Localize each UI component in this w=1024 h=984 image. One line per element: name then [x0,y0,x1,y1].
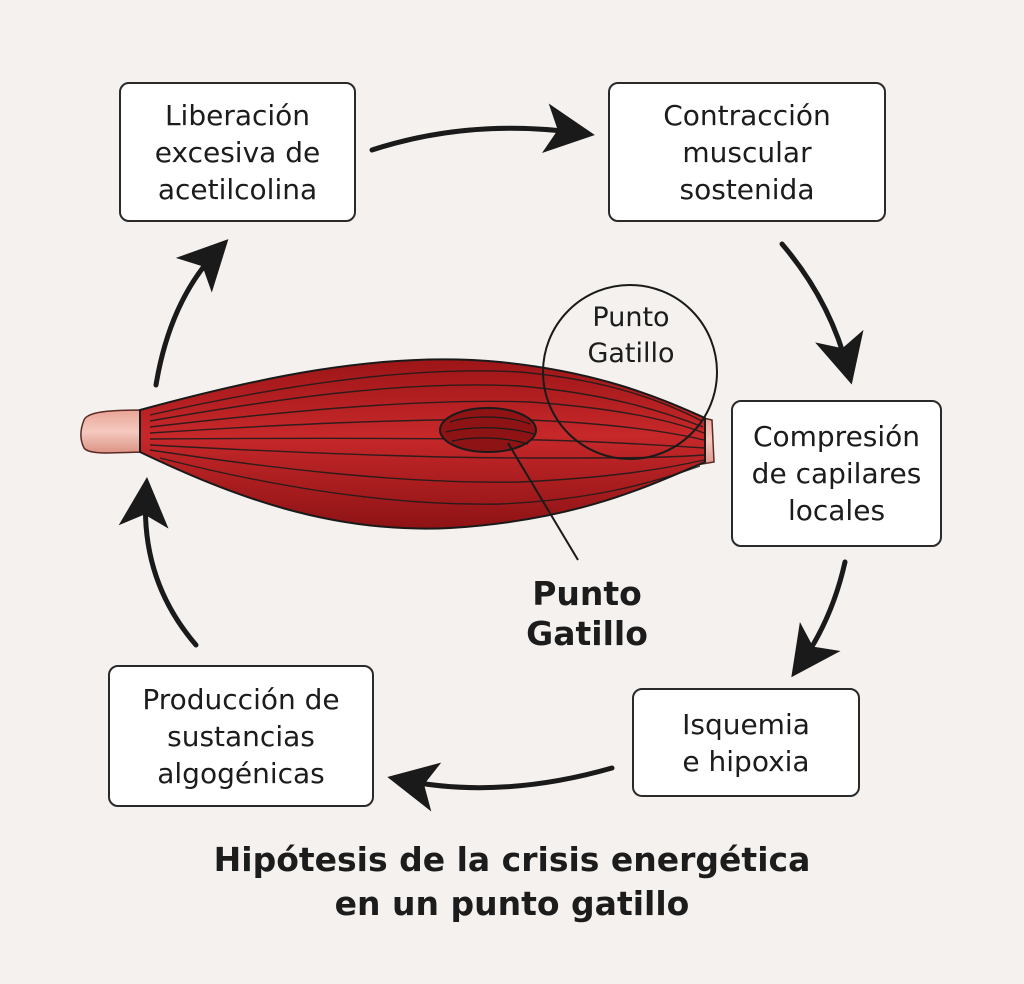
muscle-trigger-point-label: Punto Gatillo [492,574,682,654]
arrow-top-right [779,241,864,385]
trigger-point-circle [542,284,718,460]
box-line: Isquemia [682,707,810,741]
box-line: sustancias [167,719,315,753]
box-line: locales [787,494,886,527]
box-sustained-contraction: Contracción muscular sostenida [608,82,886,222]
box-line: excesiva de [154,135,321,169]
box-ischemia-hypoxia: Isquemia e hipoxia [632,688,860,797]
arrow-bottom-left [118,477,199,648]
circle-trigger-point-label: Punto Gatillo [546,300,716,372]
diagram-caption: Hipótesis de la crisis energética en un … [112,838,912,926]
muscle-tendon-left [80,409,151,454]
box-line: sostenida [679,172,815,206]
box-acetylcholine-release: Liberación excesiva de acetilcolina [119,82,356,222]
box-line: acetilcolina [157,172,318,206]
arrow-right [791,559,848,678]
trigger-point-knot-fibers [445,416,535,445]
box-line: de capilares [751,457,922,490]
circle-label-line: Punto [592,302,670,333]
muscle-belly [139,358,706,530]
box-line: muscular [682,135,812,169]
box-line: Compresión [752,420,921,453]
box-line: Contracción [663,98,831,132]
arrow-left [153,239,229,388]
box-line: Liberación [164,98,311,132]
box-algogenic-substances: Producción de sustancias algogénicas [108,665,374,807]
box-line: e hipoxia [682,744,810,778]
caption-line: en un punto gatillo [334,884,690,923]
circle-label-line: Gatillo [587,338,675,369]
box-line: Producción de [142,682,340,716]
muscle-label-line: Gatillo [526,614,648,653]
caption-line: Hipótesis de la crisis energética [213,840,811,879]
arrow-bottom [387,762,615,812]
arrow-top [369,103,595,154]
muscle-label-line: Punto [532,574,642,613]
box-line: algogénicas [157,756,325,790]
trigger-point-pointer [507,442,579,561]
box-capillary-compression: Compresión de capilares locales [731,400,942,547]
